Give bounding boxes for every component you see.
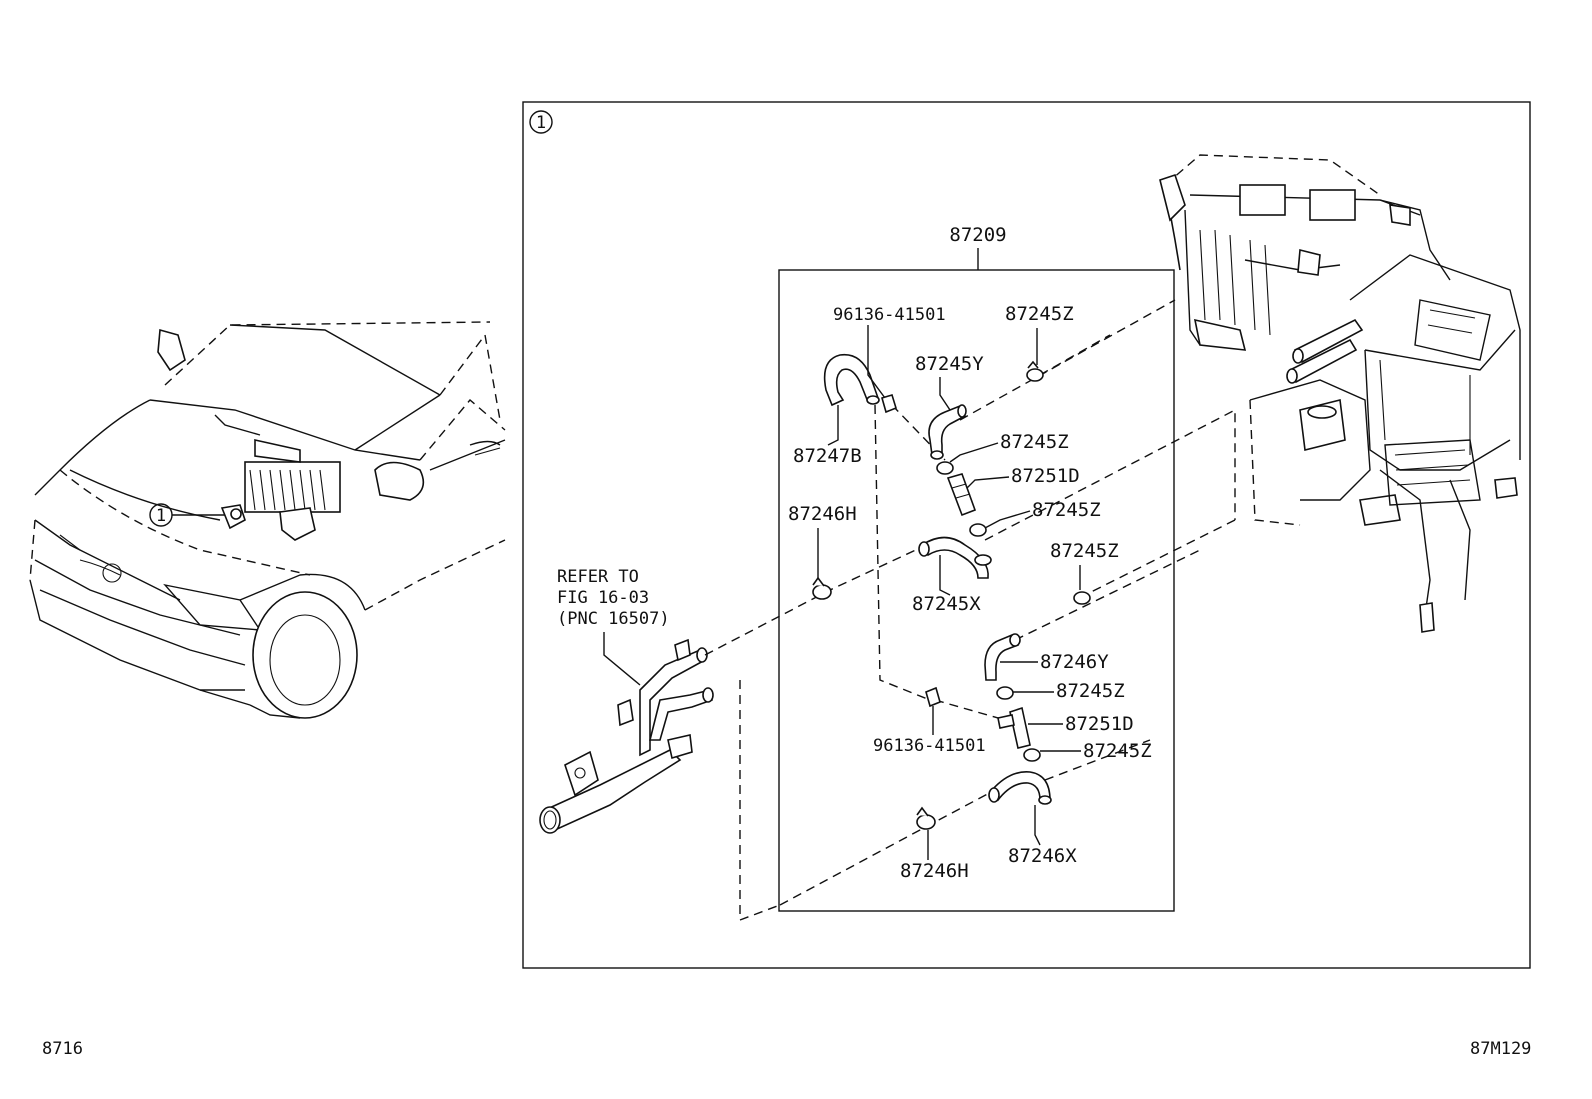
label-clamp-z6: 87245Z [1083, 740, 1152, 762]
footer-right-code: 87M129 [1470, 1039, 1531, 1059]
hose-87245X [918, 536, 992, 579]
clamp-87246H-1 [812, 576, 832, 600]
label-87246X: 87246X [1008, 845, 1077, 867]
label-87245Y: 87245Y [915, 353, 984, 375]
hose-87247B [823, 353, 880, 407]
detail-callout-circle [529, 110, 553, 134]
label-clamp-h1: 87246H [788, 503, 857, 525]
refer-note-line2: FIG 16-03 [557, 588, 649, 608]
clamp-z6 [1023, 748, 1041, 762]
clamp-z3 [969, 523, 987, 537]
label-87245X: 87245X [912, 593, 981, 615]
hose-87245Y [928, 404, 967, 460]
car-callout-number: 1 [156, 506, 166, 526]
detail-frame [522, 101, 1531, 969]
vehicle-illustration: 1 [29, 321, 506, 719]
label-clip-top: 96136-41501 [833, 305, 946, 325]
label-87209: 87209 [949, 224, 1006, 246]
label-clamp-z3: 87245Z [1032, 499, 1101, 521]
valve-87251D-2 [997, 706, 1031, 749]
label-87247B: 87247B [793, 445, 862, 467]
hvac-unit [1159, 154, 1521, 633]
heater-unit-in-vehicle [214, 414, 341, 541]
hose-87246X [988, 771, 1052, 805]
label-clamp-z2: 87245Z [1000, 431, 1069, 453]
clamp-z5 [996, 686, 1014, 700]
refer-note-line3: (PNC 16507) [557, 609, 670, 629]
clamp-z4 [1073, 591, 1091, 605]
label-clamp-z5: 87245Z [1056, 680, 1125, 702]
assembly-box [778, 269, 1175, 912]
label-clamp-z4: 87245Z [1050, 540, 1119, 562]
clip-top [881, 394, 897, 414]
detail-callout-number: 1 [536, 113, 546, 133]
label-clamp-z1: 87245Z [1005, 303, 1074, 325]
clamp-z2 [936, 461, 954, 475]
label-valve-1: 87251D [1011, 465, 1080, 487]
footer-left-code: 8716 [42, 1039, 83, 1059]
refer-note-line1: REFER TO [557, 567, 639, 587]
label-87246H-2: 87246H [900, 860, 969, 882]
clamp-z1 [1026, 360, 1044, 382]
label-87246Y: 87246Y [1040, 651, 1109, 673]
label-clip-bottom: 96136-41501 [873, 736, 986, 756]
clamp-87246H-2 [916, 806, 936, 830]
valve-87251D-1 [946, 473, 977, 517]
water-pipe-assembly [539, 638, 714, 834]
label-valve-2: 87251D [1065, 713, 1134, 735]
hose-87246Y [984, 633, 1021, 681]
clip-bottom [925, 686, 941, 708]
